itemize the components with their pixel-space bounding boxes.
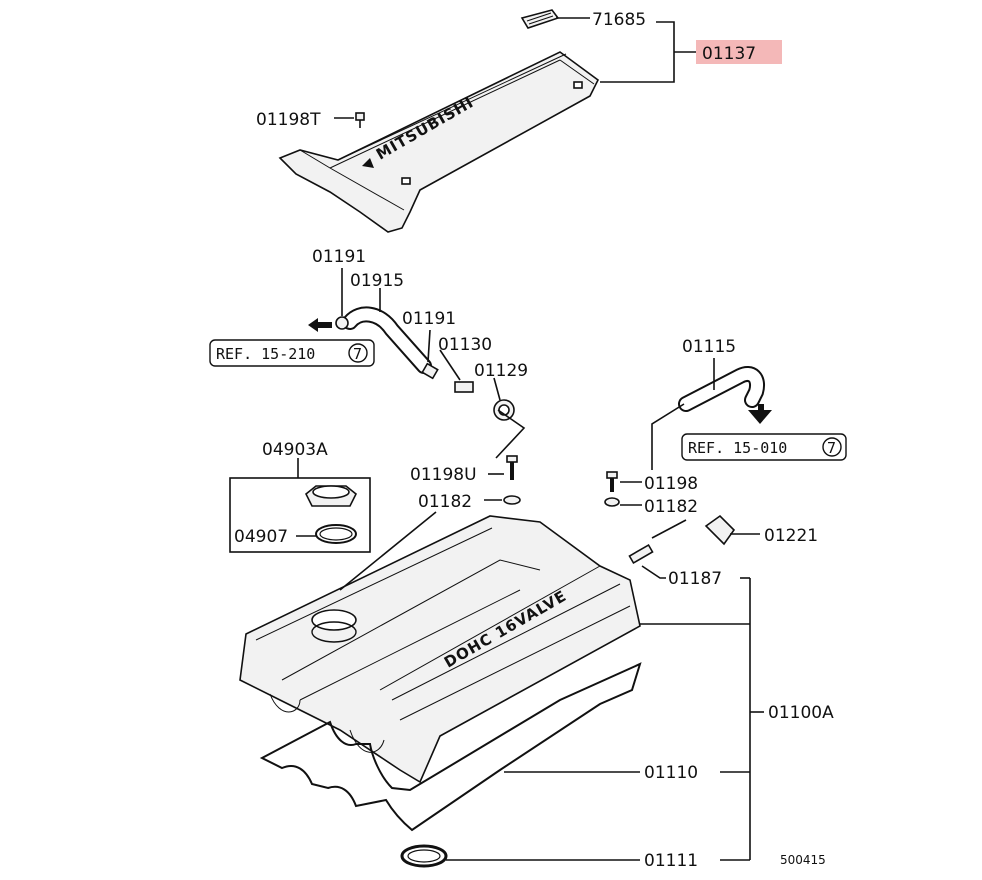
part-label-01115[interactable]: 01115 [682, 337, 736, 357]
highlight-box [696, 40, 782, 64]
part-label-01129[interactable]: 01129 [474, 361, 528, 381]
arrow-down-icon [748, 404, 772, 424]
part-label-01198U[interactable]: 01198U [410, 465, 477, 485]
part-label-01182-b[interactable]: 01182 [644, 497, 698, 517]
bolts-washers-drawing [484, 409, 760, 579]
part-label-01182-a[interactable]: 01182 [418, 492, 472, 512]
part-label-01137[interactable]: 01137 [702, 44, 756, 64]
part-label-01111[interactable]: 01111 [644, 851, 698, 871]
part-label-71685[interactable]: 71685 [592, 10, 646, 30]
diagram-code: 500415 [780, 853, 826, 867]
ref-circle-number: 7 [827, 439, 836, 457]
oil-cap-kit-drawing [229, 458, 371, 553]
ref-circle-number: 7 [353, 345, 362, 363]
part-label-04907[interactable]: 04907 [234, 527, 288, 547]
leader-lines-bottom [339, 511, 764, 861]
engine-cover-drawing: MITSUBISHI [278, 9, 600, 233]
gasket-drawing [259, 662, 642, 868]
arrow-left-icon [308, 318, 332, 332]
part-label-01191-b[interactable]: 01191 [402, 309, 456, 329]
pcv-hose-drawing [678, 366, 772, 424]
leader-lines-top [334, 17, 696, 119]
part-label-01198T[interactable]: 01198T [256, 110, 321, 130]
breather-hose-drawing [308, 306, 515, 421]
emblem-plate [520, 9, 560, 29]
part-label-01915[interactable]: 01915 [350, 271, 404, 291]
part-label-01130[interactable]: 01130 [438, 335, 492, 355]
bolt-01198T-drawing [355, 112, 365, 128]
rocker-cover-drawing: DOHC 16VALVE [239, 515, 641, 784]
ref-box-15-210[interactable]: REF. 15-210 7 [209, 339, 375, 367]
part-label-01100A[interactable]: 01100A [768, 703, 834, 723]
leader-lines-hoses [341, 268, 501, 401]
part-label-01198[interactable]: 01198 [644, 474, 698, 494]
ref-label: REF. 15-210 [216, 345, 315, 363]
part-labels: 71685 01137 01198T 01191 01915 01191 011… [234, 10, 834, 871]
part-label-04903A[interactable]: 04903A [262, 440, 328, 460]
part-label-01221[interactable]: 01221 [764, 526, 818, 546]
ref-box-15-010[interactable]: REF. 15-010 7 [681, 433, 847, 461]
part-label-01191-a[interactable]: 01191 [312, 247, 366, 267]
part-label-01187[interactable]: 01187 [668, 569, 722, 589]
part-label-01110[interactable]: 01110 [644, 763, 698, 783]
leader-lines-right [651, 358, 715, 470]
ref-label: REF. 15-010 [688, 439, 787, 457]
